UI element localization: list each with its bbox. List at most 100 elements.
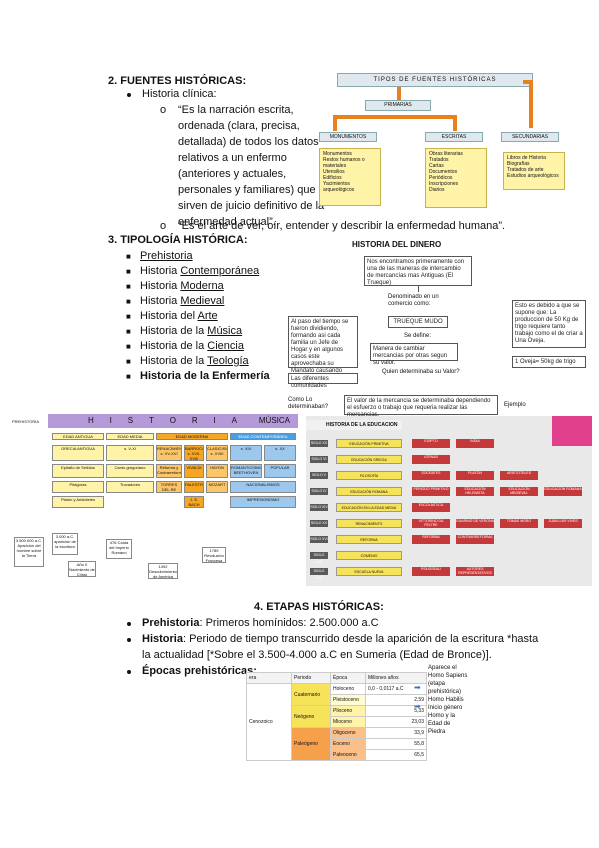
edu-siglo: SIGLO XX bbox=[310, 440, 328, 447]
edu-extra: JUAN LUIS VIVES bbox=[544, 519, 582, 528]
edu-siglo: SIGLO VI bbox=[310, 456, 328, 463]
note-line: Piedra bbox=[428, 729, 446, 735]
link[interactable]: Medieval bbox=[180, 295, 225, 307]
cell: Trovadores bbox=[106, 481, 154, 493]
historia-letter: O bbox=[169, 416, 177, 425]
secundarias-list: Libros de Historia Biografías Tratados d… bbox=[503, 152, 565, 190]
orange-connector bbox=[453, 115, 457, 131]
valor-box: El valor de la mercancia se determinaba … bbox=[344, 395, 498, 418]
edu-extra: CONTRARREFORMA bbox=[456, 535, 494, 544]
list-item: Tratados bbox=[429, 157, 449, 163]
era-media: EDAD MEDIA bbox=[106, 433, 154, 440]
timeline-note: 476 Caída del Imperio Romano bbox=[106, 539, 132, 559]
note-line: Homo Sapiens bbox=[428, 673, 468, 679]
quote1-line: personales y familiares) que bbox=[178, 184, 316, 196]
epochs-note: Aparece el Homo Sapiens (etapa prehistór… bbox=[428, 664, 467, 736]
epoca-cell: Mioceno bbox=[330, 716, 366, 728]
link[interactable]: Arte bbox=[197, 310, 218, 322]
esto-box: Esto es debido a que se supone que: La p… bbox=[512, 300, 586, 348]
edu-extra: ROUSSEAU bbox=[412, 567, 450, 576]
list-item: ■ Historia de la Enfermería bbox=[126, 370, 270, 382]
edu-siglo: SIGLO XIV bbox=[310, 504, 328, 511]
edu-extra: ESCOLÁSTICA bbox=[412, 503, 450, 512]
prehistoria-line: Prehistoria: Primeros homínidos: 2.500.0… bbox=[142, 617, 379, 629]
historia-clinica-label: Historia clínica: bbox=[142, 88, 217, 100]
dinero-como: Como Lo determinaban? bbox=[288, 397, 329, 410]
orange-connector bbox=[333, 115, 337, 131]
bullet bbox=[127, 93, 131, 97]
col-header: Millones años bbox=[365, 672, 427, 684]
timeline-note: 1789 Revolución Francesa bbox=[202, 547, 226, 563]
link[interactable]: Ciencia bbox=[207, 340, 244, 352]
connector bbox=[418, 286, 419, 292]
epoca-cell: Eoceno bbox=[330, 738, 366, 750]
historia-line2: la actualidad [*Sobre el 3.500-4.000 a.C… bbox=[142, 649, 492, 661]
edu-main: EDUCACIÓN PRIMITIVA bbox=[336, 439, 402, 448]
note-line: Homo Habilis bbox=[428, 697, 464, 703]
cell: TORRES DEL RE VICTORIA bbox=[156, 481, 182, 493]
quote1-line: ordenada (clara, precisa, bbox=[178, 120, 300, 132]
monumentos-box: MONUMENTOS bbox=[319, 132, 377, 142]
era-antigua: EDAD ANTIGUA bbox=[52, 433, 104, 440]
escritas-box: ESCRITAS bbox=[425, 132, 483, 142]
trueque-box: TRUEQUE MUDO bbox=[388, 316, 448, 328]
edu-extra: PERIODO PRIMITIVO bbox=[412, 487, 450, 496]
cell: HAYDN bbox=[206, 464, 228, 478]
edu-extra: GUARINO DE VERONA bbox=[456, 519, 494, 528]
list-item: Utensilios bbox=[323, 169, 345, 175]
link[interactable]: Contemporánea bbox=[180, 265, 260, 277]
era-moderna: EDAD MODERNA bbox=[156, 433, 228, 440]
square-bullet-icon: ■ bbox=[126, 267, 131, 276]
cell: s. XX bbox=[264, 445, 296, 461]
monumentos-list: Monumentos Restos humanos o materiales U… bbox=[319, 148, 381, 206]
note-line: (etapa bbox=[428, 681, 446, 687]
epoca-cell: Oligoceno bbox=[330, 727, 366, 739]
primarias-box: PRIMARIAS bbox=[365, 100, 431, 111]
quote1: “Es la narración escrita, ordenada (clar… bbox=[178, 103, 324, 229]
cell: POPULAR bbox=[264, 464, 296, 478]
edu-title-bar bbox=[306, 420, 402, 430]
list-item: Estudios arqueológicos bbox=[507, 173, 559, 179]
list-item: Tratados de arte bbox=[507, 167, 544, 173]
link[interactable]: Música bbox=[207, 325, 243, 337]
quote1-line: “Es la narración escrita, bbox=[178, 104, 294, 116]
note-line: Aparece el bbox=[428, 665, 457, 671]
circle-bullet-icon: o bbox=[160, 220, 167, 232]
cell: Canto gregoriano bbox=[106, 464, 154, 478]
epoca-cell: Pleistoceno bbox=[330, 694, 366, 706]
cell: J. S. BACH bbox=[184, 496, 204, 508]
bullet bbox=[127, 638, 131, 642]
edu-extra: VITTORINO DA FELTRE bbox=[412, 519, 450, 528]
section3-heading: 3. TIPOLOGÍA HISTÓRICA: bbox=[108, 234, 248, 246]
circle-bullet-icon: o bbox=[160, 104, 167, 116]
link[interactable]: Prehistoria bbox=[140, 250, 193, 262]
list-item: ■ Historia de la Música bbox=[126, 325, 243, 337]
epoca-cell: Holoceno bbox=[330, 683, 366, 695]
section4-heading: 4. ETAPAS HISTÓRICAS: bbox=[254, 601, 384, 613]
edu-siglo: SIGLO IV bbox=[310, 488, 328, 495]
dinero-se-define: Se define: bbox=[404, 333, 432, 339]
timeline-note: 1492 Descubrimiento de América bbox=[148, 563, 178, 579]
section2-heading: 2. FUENTES HISTÓRICAS: bbox=[108, 75, 247, 87]
cell: PALESTRINA bbox=[184, 481, 204, 493]
orange-connector bbox=[523, 80, 533, 84]
quote1-line: relativos a un enfermo bbox=[178, 152, 287, 164]
list-item: ■ Historia Medieval bbox=[126, 295, 225, 307]
musica-label: MÚSICA bbox=[258, 416, 290, 425]
link[interactable]: Moderna bbox=[180, 280, 224, 292]
square-bullet-icon: ■ bbox=[126, 327, 131, 336]
orange-connector bbox=[333, 115, 457, 119]
cell: Reforma y Contrarreforma bbox=[156, 464, 182, 478]
list-item: ■ Historia Contemporánea bbox=[126, 265, 260, 277]
edu-siglo: SIGLO XV bbox=[310, 520, 328, 527]
link[interactable]: Teología bbox=[207, 355, 249, 367]
cell: ROMANTICISMO BEETHOVEN bbox=[230, 464, 262, 478]
diagram-fuentes: TIPOS DE FUENTES HISTÓRICAS PRIMARIAS MO… bbox=[313, 70, 591, 215]
historia-letter: R bbox=[191, 416, 199, 425]
historia-letter: A bbox=[231, 416, 238, 425]
list-item: Restos humanos o materiales bbox=[323, 157, 365, 169]
